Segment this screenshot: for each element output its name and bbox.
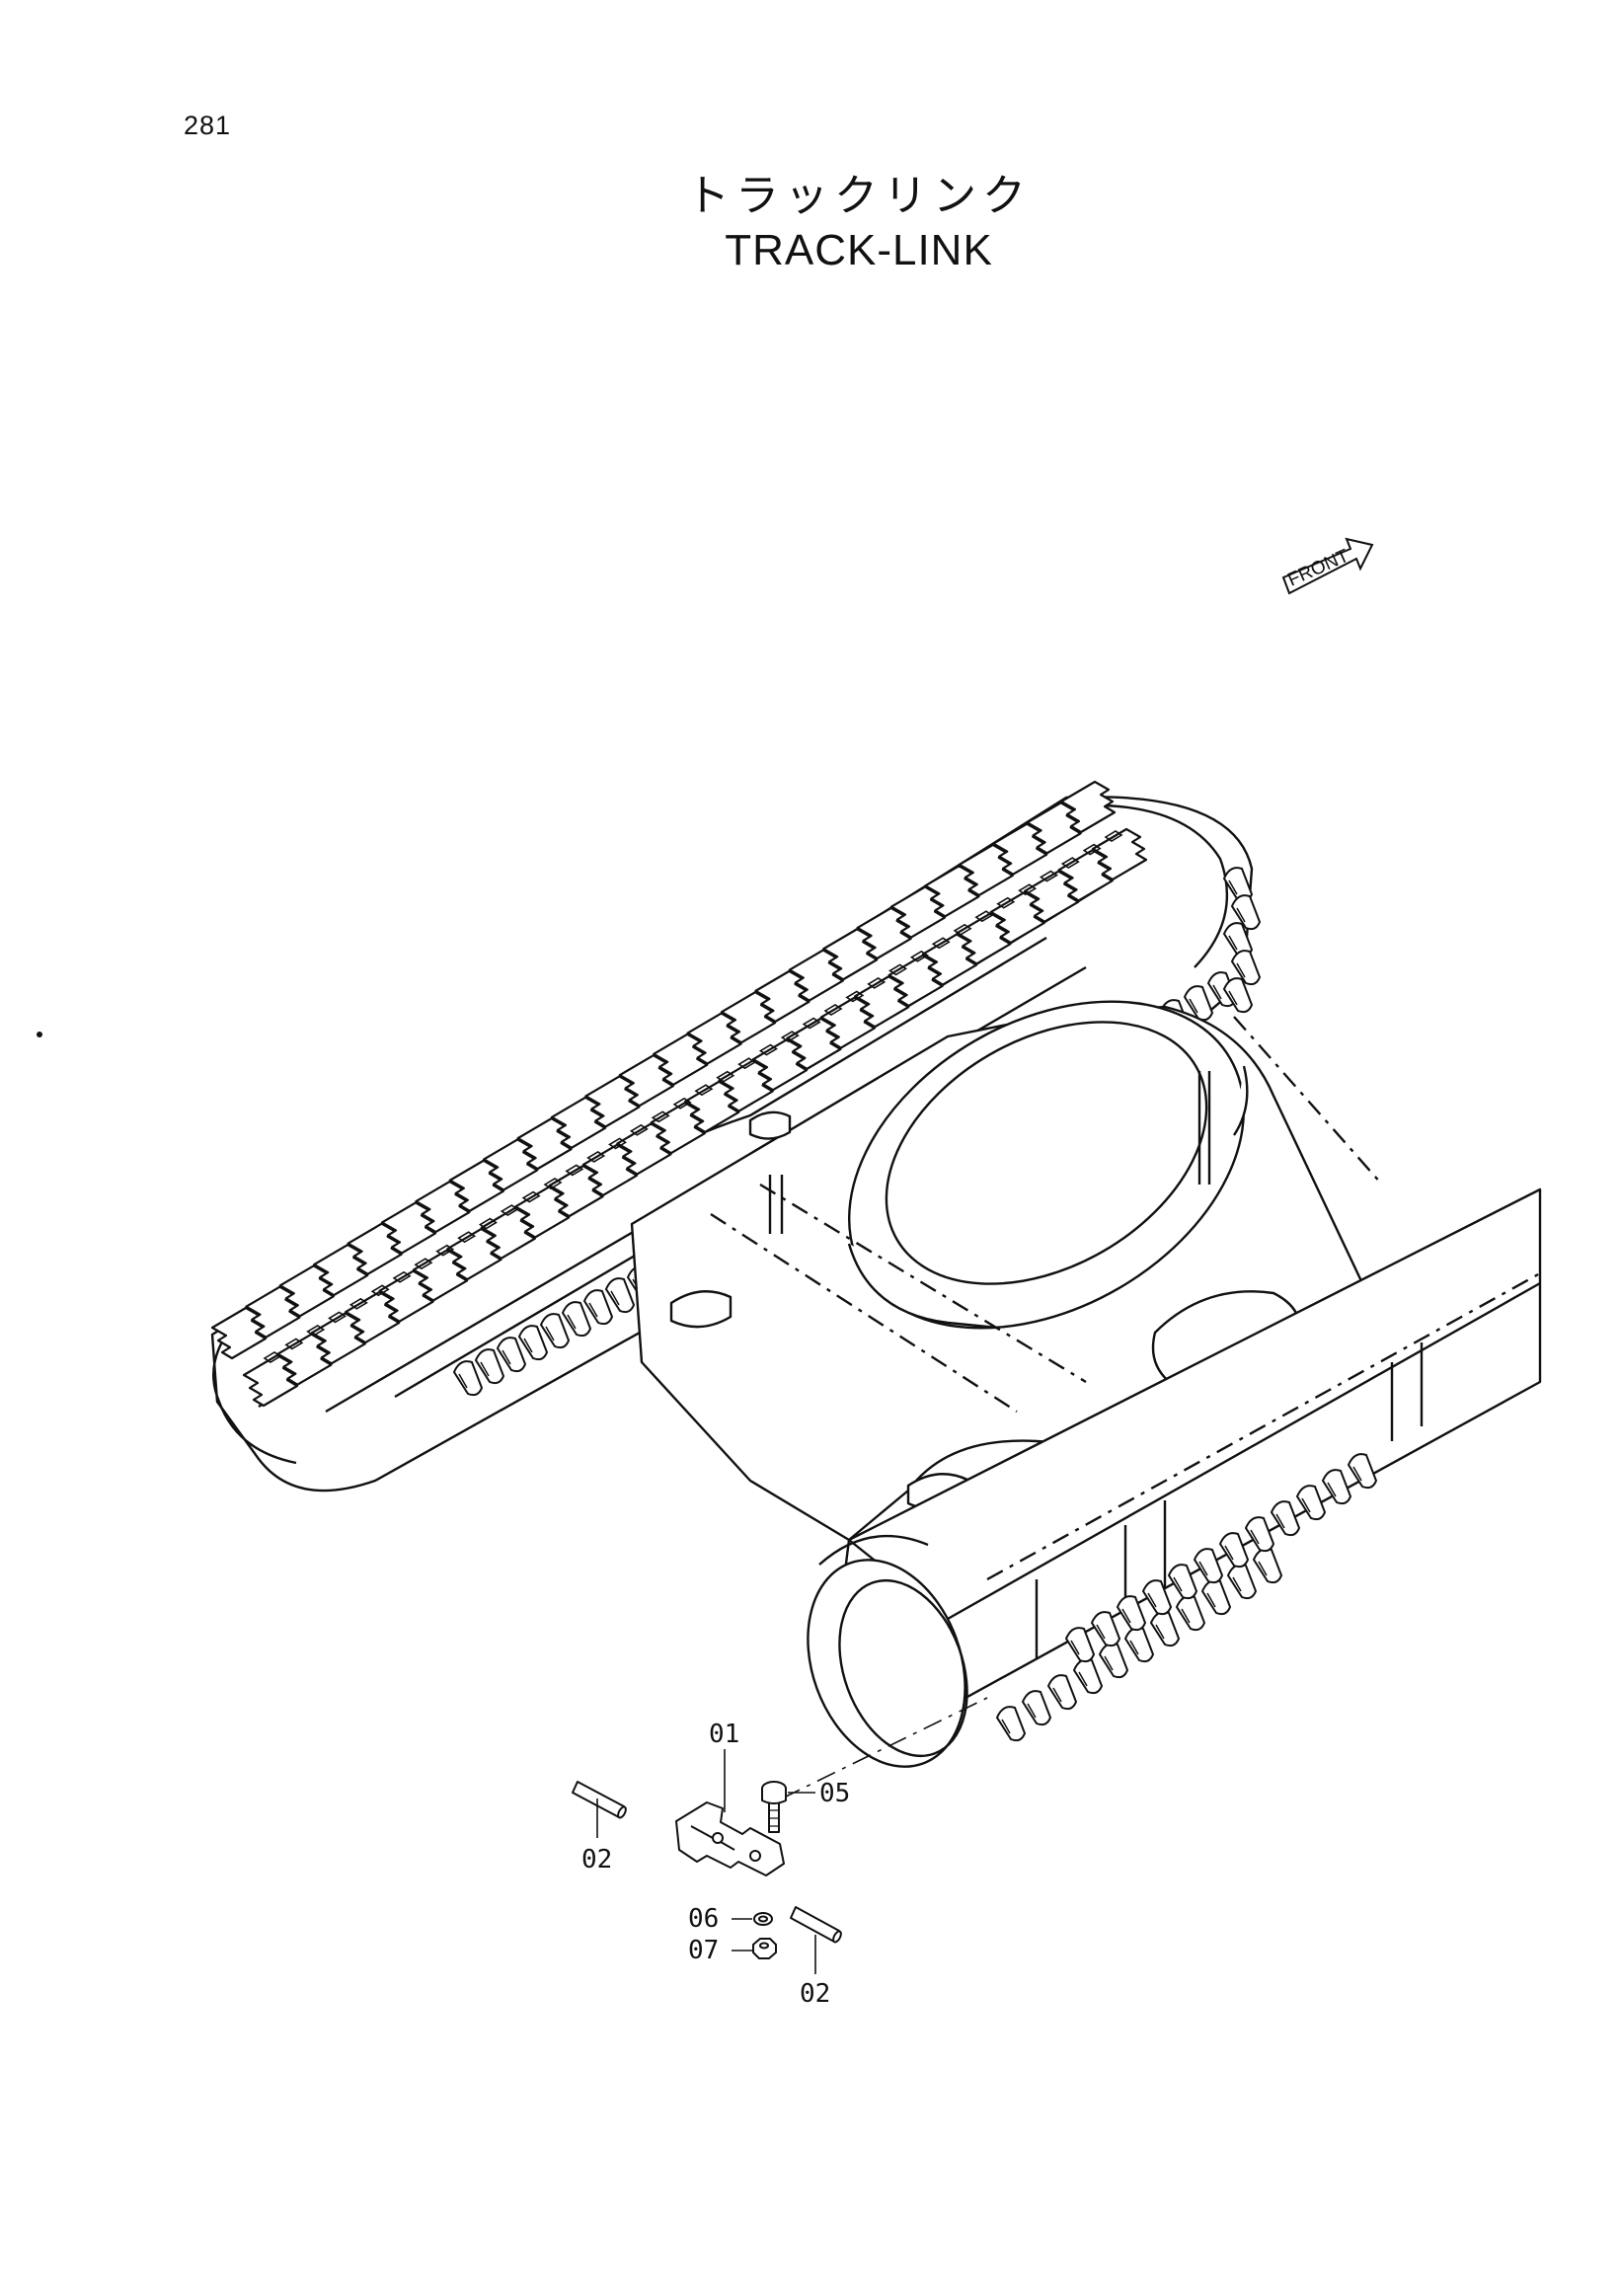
link-pin-segment — [306, 1324, 326, 1337]
callout-05: 05 — [819, 1779, 850, 1808]
link-pin-segment — [1018, 883, 1038, 896]
lower-track-link — [1091, 1611, 1120, 1647]
link-pin-segment — [348, 1297, 368, 1310]
link-pin-segment — [414, 1258, 433, 1270]
link-pin-segment — [608, 1137, 628, 1150]
link-pin-segment — [845, 990, 865, 1003]
lower-track-link — [1022, 1690, 1051, 1726]
callouts — [596, 1749, 816, 1974]
callout-02-left: 02 — [581, 1845, 612, 1875]
callout-02-right: 02 — [800, 1979, 830, 2009]
link-pin-segment — [1060, 857, 1080, 870]
lower-track-link — [1047, 1674, 1077, 1711]
link-pin-segment — [1104, 830, 1123, 842]
callout-01: 01 — [709, 1720, 739, 1749]
link-pin-segment — [521, 1190, 541, 1203]
link-pin-segment — [716, 1070, 735, 1083]
link-pin-segment — [328, 1311, 347, 1324]
lower-track-link — [1073, 1658, 1103, 1695]
lower-track-link — [1150, 1611, 1180, 1647]
link-pin-segment — [457, 1231, 477, 1244]
title-japanese: トラックリンク — [686, 171, 1032, 221]
part-02-pin-left — [572, 1781, 627, 1819]
link-pin-segment — [758, 1043, 778, 1056]
page-title: トラックリンク TRACK-LINK — [592, 170, 1125, 278]
lower-track-link — [996, 1706, 1026, 1742]
lower-track-link — [1099, 1643, 1128, 1679]
link-pin-segment — [1039, 870, 1058, 882]
lower-track-link — [1176, 1595, 1205, 1632]
lower-track-link — [1124, 1627, 1154, 1663]
callout-07: 07 — [688, 1936, 719, 1965]
link-pin-segment — [1082, 843, 1102, 856]
link-pin-segment — [370, 1284, 390, 1297]
link-pin-segment — [802, 1017, 821, 1030]
link-pin-segment — [909, 950, 929, 962]
link-pin-segment — [392, 1270, 412, 1283]
link-pin-segment — [996, 896, 1016, 909]
link-pin-segment — [263, 1351, 282, 1363]
front-arrow-indicator: FRONT — [1281, 537, 1374, 595]
link-pin-segment — [974, 910, 994, 923]
link-pin-segment — [888, 963, 908, 976]
page-number: 281 — [184, 111, 232, 140]
link-pin-segment — [500, 1204, 519, 1217]
part-07-nut — [752, 1938, 777, 1959]
link-pin-segment — [780, 1031, 800, 1043]
lower-track-link — [1227, 1564, 1257, 1600]
link-pin-segment — [867, 976, 887, 989]
link-pin-segment — [672, 1097, 692, 1110]
part-05-bolt — [761, 1781, 787, 1833]
lower-track-link — [1253, 1548, 1282, 1584]
exploded-parts — [572, 1781, 842, 1959]
link-pin-segment — [565, 1164, 584, 1177]
lower-track-link — [1201, 1579, 1231, 1616]
link-pin-segment — [694, 1084, 714, 1097]
link-pin-segment — [629, 1123, 649, 1136]
link-pin-segment — [478, 1217, 498, 1230]
link-pin-segment — [284, 1338, 304, 1350]
link-pin-segment — [651, 1110, 670, 1123]
callout-06: 06 — [688, 1904, 719, 1934]
front-label: FRONT — [1284, 546, 1352, 591]
link-pin-segment — [435, 1244, 455, 1257]
lower-track-link — [1065, 1627, 1095, 1663]
link-pin-segment — [737, 1057, 757, 1070]
link-pin-segment — [823, 1004, 843, 1016]
link-pin-segment — [931, 937, 951, 950]
right-side-frame — [807, 1187, 1542, 1768]
part-02-pin-right — [790, 1906, 842, 1944]
title-english: TRACK-LINK — [725, 226, 993, 274]
part-06-washer — [753, 1912, 773, 1926]
link-pin-segment — [586, 1150, 606, 1163]
left-track-link-strip — [263, 830, 1123, 1363]
scan-dot — [37, 1032, 42, 1037]
link-pin-segment — [543, 1178, 563, 1189]
part-01-track-link — [675, 1801, 785, 1876]
link-pin-segment — [953, 923, 972, 936]
